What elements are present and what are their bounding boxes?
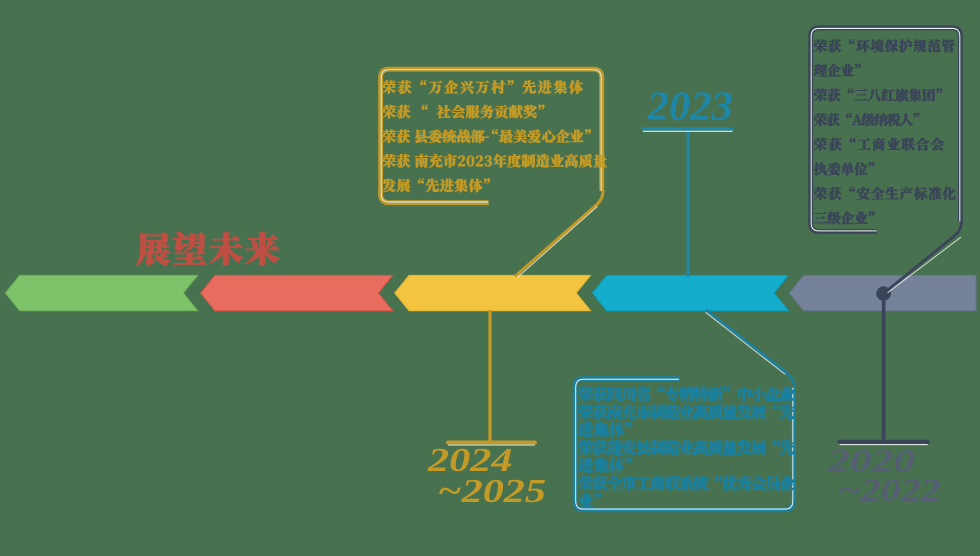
svg-text:2023: 2023 [646, 84, 732, 129]
svg-text:2020: 2020 [827, 444, 915, 480]
svg-text:2024: 2024 [427, 442, 513, 479]
svg-text:~2025: ~2025 [438, 473, 547, 510]
svg-text:~2022: ~2022 [838, 472, 941, 508]
